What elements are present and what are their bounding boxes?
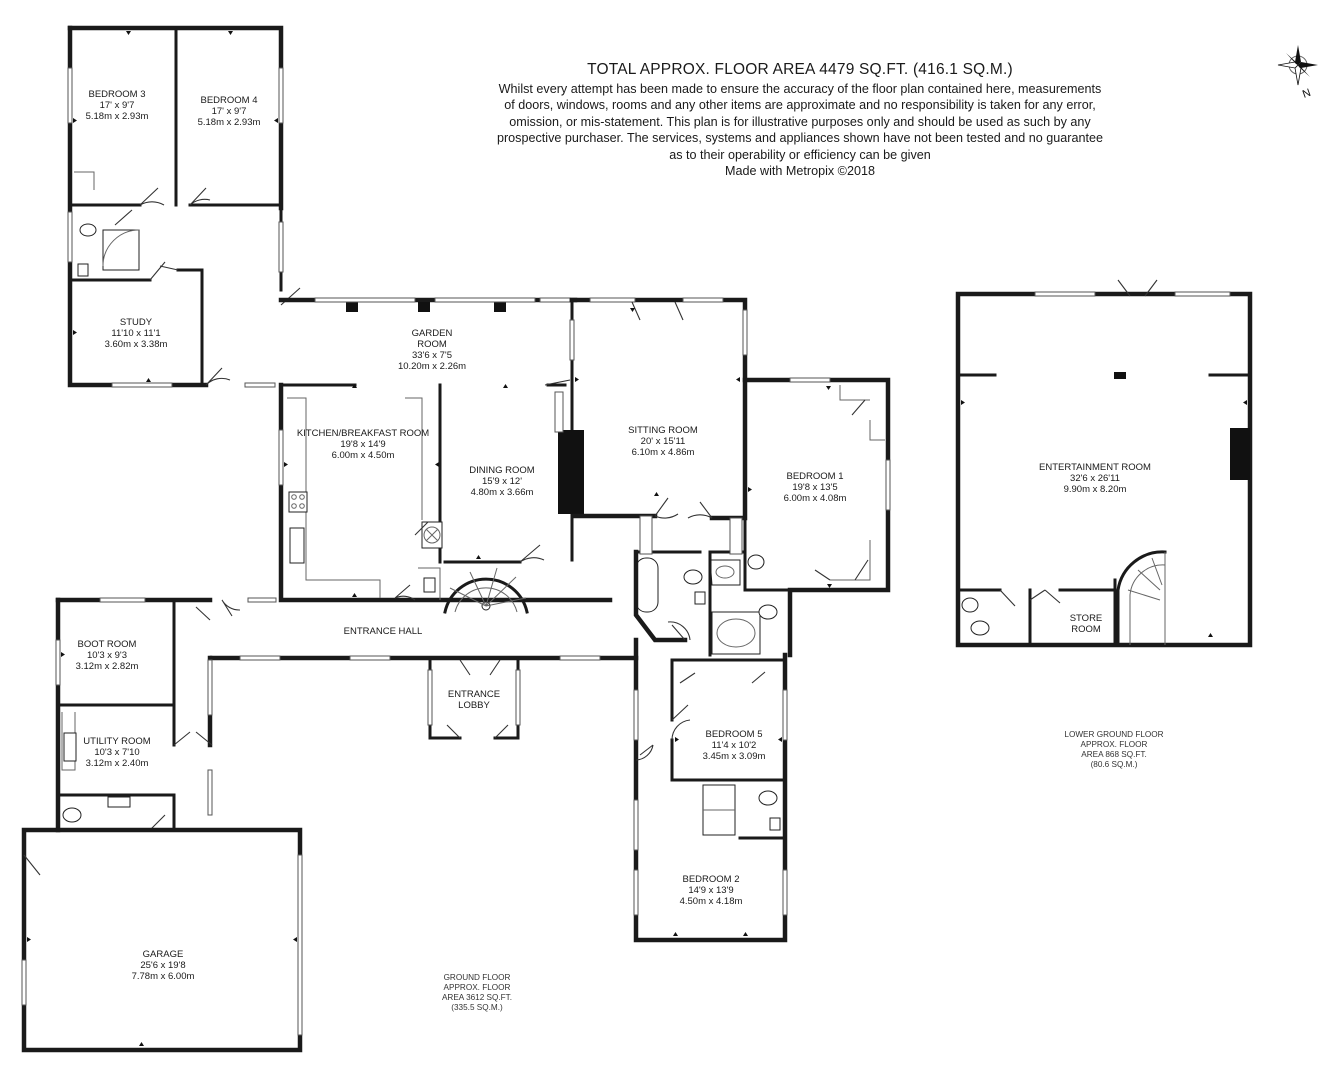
svg-text:5.18m x 2.93m: 5.18m x 2.93m	[86, 111, 149, 122]
svg-text:33'6 x 7'5: 33'6 x 7'5	[412, 350, 452, 361]
svg-text:10'3 x 9'3: 10'3 x 9'3	[87, 650, 127, 661]
room-label-garden-room: GARDEN ROOM 33'6 x 7'5 10.20m x 2.26m	[398, 328, 466, 372]
svg-text:15'9 x 12': 15'9 x 12'	[482, 476, 522, 487]
svg-text:11'4 x 10'2: 11'4 x 10'2	[712, 740, 757, 751]
metropix-credit: Made with Metropix ©2018	[725, 164, 875, 178]
svg-text:11'10 x 11'1: 11'10 x 11'1	[111, 328, 160, 339]
svg-text:9.90m x 8.20m: 9.90m x 8.20m	[1064, 484, 1127, 495]
svg-text:6.00m x 4.08m: 6.00m x 4.08m	[784, 493, 847, 504]
room-label-bedroom-5: BEDROOM 5 11'4 x 10'2 3.45m x 3.09m	[703, 729, 766, 762]
svg-text:BEDROOM 2: BEDROOM 2	[682, 874, 739, 885]
room-label-study: STUDY 11'10 x 11'1 3.60m x 3.38m	[105, 317, 168, 350]
svg-text:3.60m x 3.38m: 3.60m x 3.38m	[105, 339, 168, 350]
south-east-wing	[633, 658, 788, 936]
compass-rose-icon: N	[1277, 45, 1318, 101]
svg-text:ENTRANCE: ENTRANCE	[448, 689, 500, 700]
svg-text:ROOM: ROOM	[417, 339, 447, 350]
svg-text:BEDROOM 5: BEDROOM 5	[705, 729, 762, 740]
room-label-entrance-hall: ENTRANCE HALL	[344, 626, 423, 637]
svg-text:(80.6 SQ.M.): (80.6 SQ.M.)	[1091, 760, 1138, 769]
svg-text:ENTERTAINMENT ROOM: ENTERTAINMENT ROOM	[1039, 462, 1151, 473]
lower-ground-floor-area-note: LOWER GROUND FLOOR APPROX. FLOOR AREA 86…	[1064, 730, 1163, 769]
svg-text:19'8 x 14'9: 19'8 x 14'9	[340, 439, 385, 450]
svg-text:19'8 x 13'5: 19'8 x 13'5	[792, 482, 837, 493]
disclaimer-line-2: of doors, windows, rooms and any other i…	[504, 98, 1096, 112]
svg-text:25'6 x 19'8: 25'6 x 19'8	[140, 960, 185, 971]
room-label-utility-room: UTILITY ROOM 10'3 x 7'10 3.12m x 2.40m	[83, 736, 150, 769]
svg-text:4.50m x 4.18m: 4.50m x 4.18m	[680, 896, 743, 907]
svg-text:LOWER GROUND FLOOR: LOWER GROUND FLOOR	[1064, 730, 1163, 739]
room-label-boot-room: BOOT ROOM 10'3 x 9'3 3.12m x 2.82m	[76, 639, 139, 672]
sitting-room-block	[569, 297, 748, 521]
ground-floor-area-note: GROUND FLOOR APPROX. FLOOR AREA 3612 SQ.…	[442, 973, 512, 1012]
svg-text:KITCHEN/BREAKFAST ROOM: KITCHEN/BREAKFAST ROOM	[297, 428, 429, 439]
room-label-bedroom-1: BEDROOM 1 19'8 x 13'5 6.00m x 4.08m	[784, 471, 847, 504]
lower-ground-floor-plan	[955, 279, 1253, 648]
bedroom-1-block	[633, 377, 891, 658]
svg-text:AREA 868 SQ.FT.: AREA 868 SQ.FT.	[1081, 750, 1147, 759]
svg-text:UTILITY ROOM: UTILITY ROOM	[83, 736, 150, 747]
room-label-entertainment-room: ENTERTAINMENT ROOM 32'6 x 26'11 9.90m x …	[1039, 462, 1151, 495]
room-labels: BEDROOM 3 17' x 9'7 5.18m x 2.93m BEDROO…	[76, 89, 1151, 982]
svg-text:14'9 x 13'9: 14'9 x 13'9	[688, 885, 733, 896]
disclaimer-line-3: omission, or mis-statement. This plan is…	[509, 114, 1091, 129]
svg-text:7.78m x 6.00m: 7.78m x 6.00m	[132, 971, 195, 982]
svg-text:ROOM: ROOM	[1071, 624, 1101, 635]
svg-text:APPROX. FLOOR: APPROX. FLOOR	[1081, 740, 1148, 749]
room-label-kitchen: KITCHEN/BREAKFAST ROOM 19'8 x 14'9 6.00m…	[297, 428, 429, 461]
svg-text:20' x 15'11: 20' x 15'11	[641, 436, 686, 447]
svg-text:GARAGE: GARAGE	[143, 949, 184, 960]
disclaimer-line-4: prospective purchaser. The services, sys…	[496, 131, 1104, 145]
total-floor-area-title: TOTAL APPROX. FLOOR AREA 4479 SQ.FT. (41…	[587, 61, 1013, 78]
svg-text:LOBBY: LOBBY	[458, 700, 490, 711]
svg-text:6.10m x 4.86m: 6.10m x 4.86m	[632, 447, 695, 458]
disclaimer-line-5: as to their operability or efficiency ca…	[669, 147, 931, 162]
room-label-store-room: STORE ROOM	[1070, 613, 1103, 635]
room-label-garage: GARAGE 25'6 x 19'8 7.78m x 6.00m	[132, 949, 195, 982]
svg-text:APPROX. FLOOR: APPROX. FLOOR	[444, 983, 511, 992]
svg-text:BEDROOM 3: BEDROOM 3	[88, 89, 145, 100]
central-block	[247, 297, 613, 614]
room-label-dining-room: DINING ROOM 15'9 x 12' 4.80m x 3.66m	[469, 465, 535, 498]
svg-text:BOOT ROOM: BOOT ROOM	[78, 639, 137, 650]
compass-north-label: N	[1301, 87, 1313, 101]
room-label-entrance-lobby: ENTRANCE LOBBY	[448, 689, 500, 711]
west-service-block	[21, 597, 303, 1053]
svg-text:3.12m x 2.40m: 3.12m x 2.40m	[86, 758, 149, 769]
svg-text:10'3 x 7'10: 10'3 x 7'10	[94, 747, 139, 758]
svg-text:3.45m x 3.09m: 3.45m x 3.09m	[703, 751, 766, 762]
room-label-bedroom-3: BEDROOM 3 17' x 9'7 5.18m x 2.93m	[86, 89, 149, 122]
svg-text:STUDY: STUDY	[120, 317, 153, 328]
svg-text:6.00m x 4.50m: 6.00m x 4.50m	[332, 450, 395, 461]
svg-text:5.18m x 2.93m: 5.18m x 2.93m	[198, 117, 261, 128]
svg-text:(335.5 SQ.M.): (335.5 SQ.M.)	[451, 1003, 503, 1012]
entrance-hall-block	[55, 597, 788, 943]
disclaimer-line-1: Whilst every attempt has been made to en…	[498, 81, 1102, 96]
svg-text:32'6 x 26'11: 32'6 x 26'11	[1070, 473, 1120, 484]
svg-text:DINING ROOM: DINING ROOM	[469, 465, 535, 476]
room-label-bedroom-2: BEDROOM 2 14'9 x 13'9 4.50m x 4.18m	[680, 874, 743, 907]
floor-area-header: TOTAL APPROX. FLOOR AREA 4479 SQ.FT. (41…	[450, 61, 1150, 180]
svg-text:3.12m x 2.82m: 3.12m x 2.82m	[76, 661, 139, 672]
svg-text:GARDEN: GARDEN	[412, 328, 453, 339]
svg-text:BEDROOM 1: BEDROOM 1	[786, 471, 843, 482]
svg-text:GROUND FLOOR: GROUND FLOOR	[444, 973, 511, 982]
svg-text:17' x 9'7: 17' x 9'7	[212, 106, 247, 117]
room-label-bedroom-4: BEDROOM 4 17' x 9'7 5.18m x 2.93m	[198, 95, 261, 128]
room-label-sitting-room: SITTING ROOM 20' x 15'11 6.10m x 4.86m	[628, 425, 698, 458]
north-west-wing	[67, 25, 301, 388]
svg-text:10.20m x 2.26m: 10.20m x 2.26m	[398, 361, 466, 372]
svg-text:STORE: STORE	[1070, 613, 1103, 624]
svg-text:AREA 3612 SQ.FT.: AREA 3612 SQ.FT.	[442, 993, 512, 1002]
svg-text:BEDROOM 4: BEDROOM 4	[200, 95, 257, 106]
svg-text:SITTING ROOM: SITTING ROOM	[628, 425, 698, 436]
svg-text:17' x 9'7: 17' x 9'7	[100, 100, 135, 111]
svg-text:4.80m x 3.66m: 4.80m x 3.66m	[471, 487, 534, 498]
